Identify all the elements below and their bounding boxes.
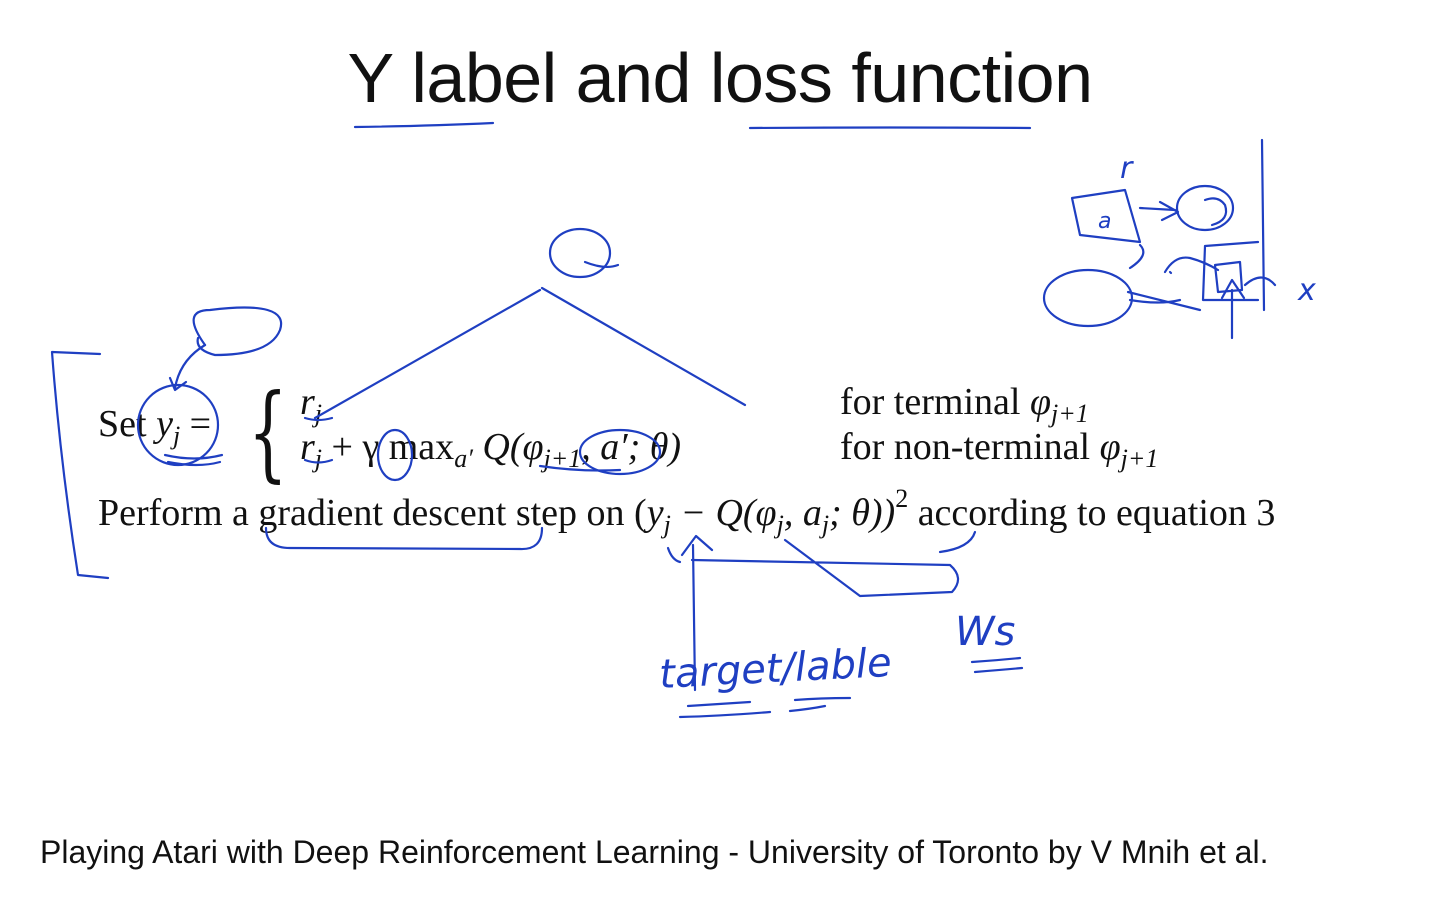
step-phi-sub: j bbox=[776, 510, 784, 539]
wave-curve bbox=[1163, 256, 1220, 274]
q-underline bbox=[538, 464, 622, 472]
case2-gamma-max: + γ max bbox=[322, 426, 455, 468]
state-link bbox=[1126, 243, 1202, 312]
case1-condition: for terminal φj+1 bbox=[840, 383, 1089, 427]
title-underline-left bbox=[353, 121, 495, 129]
target-tick bbox=[666, 546, 682, 564]
tree-right-branch bbox=[540, 286, 747, 407]
right-curve bbox=[1243, 276, 1277, 287]
step-y-sub: j bbox=[663, 510, 671, 539]
x-annotation: x bbox=[1297, 273, 1316, 308]
case2-phi: φ bbox=[1099, 426, 1121, 468]
gradient-descent-bracket bbox=[264, 526, 544, 551]
env-swirl bbox=[1203, 197, 1228, 227]
step-mid: − Q(φ bbox=[670, 492, 777, 534]
left-brace: { bbox=[248, 371, 288, 493]
inner-arrow bbox=[1220, 278, 1246, 340]
phi-j1-circle bbox=[578, 428, 662, 476]
case1-phi: φ bbox=[1029, 381, 1051, 423]
case1-r: r bbox=[300, 381, 315, 423]
slide-title: Y label and loss function bbox=[347, 39, 1093, 117]
case1-r-subscript: j bbox=[314, 399, 323, 428]
case2-condition: for non-terminal φj+1 bbox=[840, 428, 1158, 472]
yj-underline bbox=[163, 453, 224, 467]
y-subscript: j bbox=[172, 421, 181, 450]
inner-box bbox=[1213, 260, 1244, 294]
yj-circle bbox=[136, 383, 220, 467]
target-underline bbox=[678, 704, 827, 719]
case2-r-sub: j bbox=[314, 444, 323, 473]
target-arrow bbox=[680, 534, 714, 692]
gamma-circle bbox=[376, 428, 414, 482]
agent-box bbox=[1070, 188, 1142, 244]
case1-cond-text: for terminal bbox=[840, 381, 1021, 423]
step-comma-a: , a bbox=[783, 492, 822, 534]
left-bracket bbox=[50, 350, 110, 580]
target-underline-2 bbox=[686, 696, 852, 708]
tree-left-branch bbox=[313, 288, 542, 420]
case2-expression: rj + γ maxa′ Q(φj+1, a′; θ) bbox=[300, 428, 681, 472]
rj-underlines bbox=[303, 416, 334, 464]
yj-loop bbox=[192, 306, 283, 357]
q-tail bbox=[583, 260, 620, 269]
ws-annotation: Ws bbox=[955, 609, 1015, 655]
step-prefix: Perform a gradient descent step on ( bbox=[98, 492, 647, 534]
step-close: ; θ)) bbox=[829, 492, 896, 534]
target-label-annotation: target/lable bbox=[658, 640, 893, 698]
yj-arrow bbox=[168, 343, 207, 392]
equals-sign: = bbox=[189, 403, 212, 445]
case1-expression: rj+1j bbox=[300, 383, 322, 427]
dot bbox=[1168, 270, 1173, 275]
ws-underline bbox=[970, 656, 1024, 674]
step-a-sub: j bbox=[821, 510, 830, 539]
case2-r: r bbox=[300, 426, 315, 468]
case1-phi-sub: j+1 bbox=[1050, 399, 1089, 428]
case2-cond-text: for non-terminal bbox=[840, 426, 1091, 468]
y-symbol: y bbox=[156, 403, 173, 445]
step-square: 2 bbox=[895, 484, 909, 513]
r-annotation: r bbox=[1120, 151, 1134, 186]
env-circle bbox=[1175, 184, 1235, 232]
case2-max-sub: a′ bbox=[454, 444, 473, 473]
case2-phi-subscript: j+1 bbox=[1120, 444, 1159, 473]
q-brace-right bbox=[938, 530, 977, 554]
r-arrow bbox=[1138, 200, 1180, 222]
case2-q: Q(φ bbox=[472, 426, 544, 468]
q-bracket bbox=[690, 538, 960, 598]
step-y: y bbox=[646, 492, 664, 534]
step-suffix: according to equation 3 bbox=[908, 492, 1276, 534]
title-underline-right bbox=[748, 126, 1032, 130]
gradient-step-line: Perform a gradient descent step on (yj −… bbox=[98, 486, 1275, 538]
a-annotation: a bbox=[1098, 209, 1111, 234]
citation-footer: Playing Atari with Deep Reinforcement Le… bbox=[40, 834, 1269, 870]
state-circle bbox=[1042, 268, 1134, 328]
q-circle bbox=[548, 227, 612, 279]
